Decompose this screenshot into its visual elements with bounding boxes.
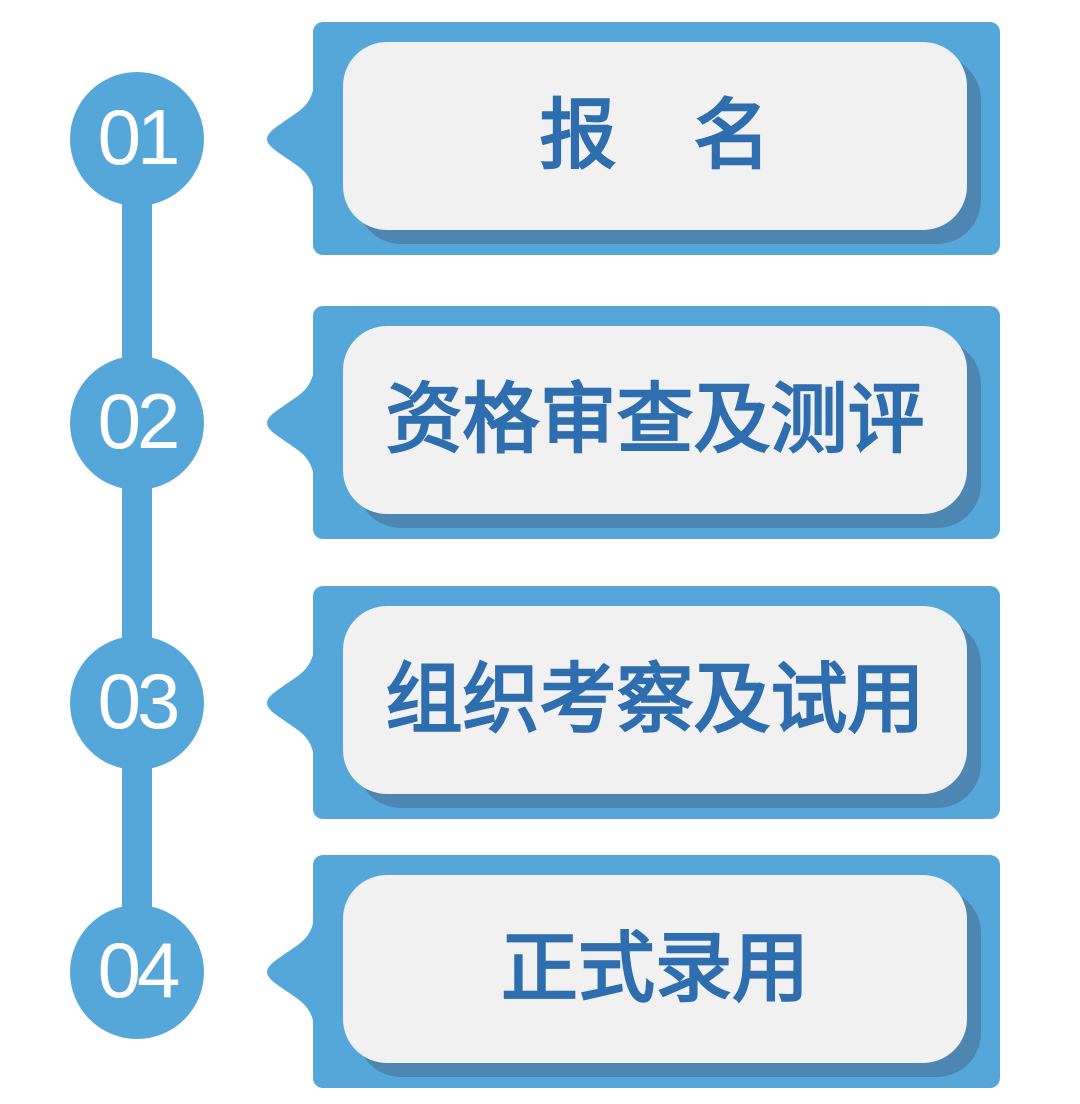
step-number: 01 [97, 93, 181, 181]
step-number: 02 [97, 377, 181, 465]
timeline-line [122, 138, 152, 972]
step-number: 03 [97, 657, 181, 745]
banner-shape [267, 855, 1000, 1088]
banner-shape [267, 22, 1000, 255]
step-circle-3: 03 [70, 636, 204, 770]
step-label: 报 名 [539, 92, 771, 179]
step-label: 正式录用 [501, 925, 809, 1012]
step-number: 04 [97, 926, 181, 1014]
step-label: 组织考察及试用 [385, 656, 925, 743]
step-banner-1: 报 名 [258, 22, 1000, 255]
banner-shape [267, 306, 1000, 539]
step-label: 资格审查及测评 [385, 376, 925, 463]
step-circle-4: 04 [70, 905, 204, 1039]
step-circle-2: 02 [70, 356, 204, 490]
banner-shape [267, 586, 1000, 819]
step-banner-3: 组织考察及试用 [258, 586, 1000, 819]
step-circle-1: 01 [70, 72, 204, 206]
step-banner-2: 资格审查及测评 [258, 306, 1000, 539]
step-banner-4: 正式录用 [258, 855, 1000, 1088]
